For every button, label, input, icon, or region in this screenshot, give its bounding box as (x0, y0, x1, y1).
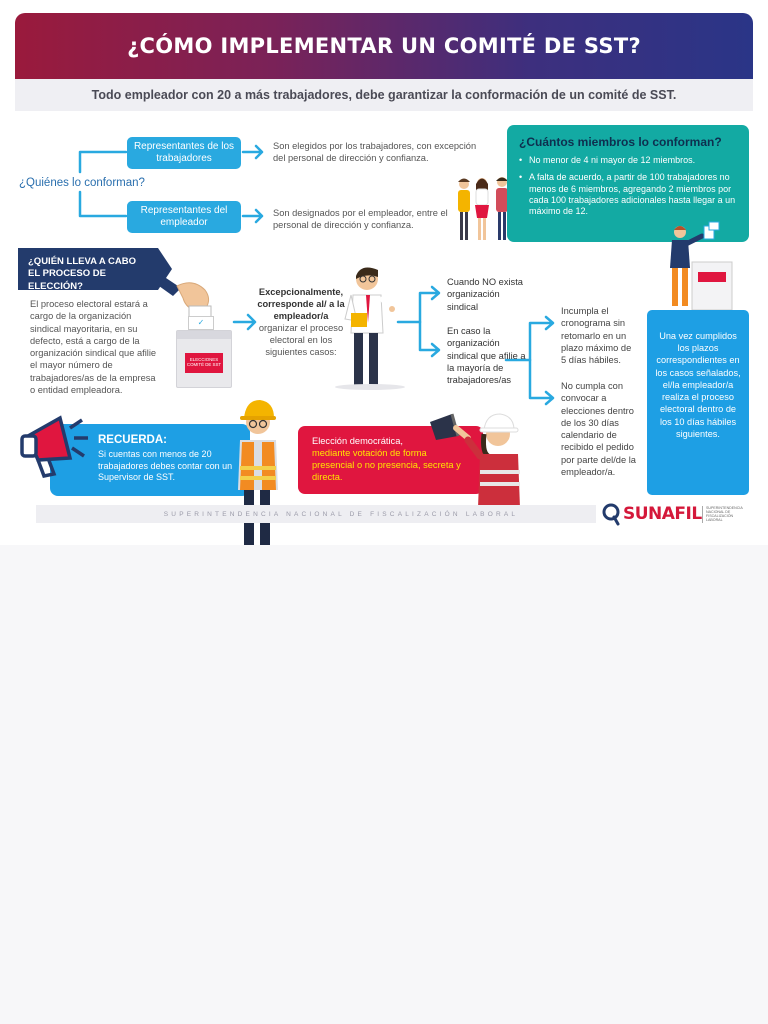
hand-ballot-illustration (159, 276, 212, 321)
rep-workers-box: Representantes de los trabajadores (127, 137, 241, 169)
sunafil-logo-subtext: SUPERINTENDENCIA NACIONAL DE FISCALIZACI… (702, 506, 748, 523)
exception-rest: organizar el proceso electoral en los si… (258, 323, 344, 358)
footer-strip: SUPERINTENDENCIA NACIONAL DE FISCALIZACI… (36, 505, 596, 523)
infographic-sheet: ¿CÓMO IMPLEMENTAR UN COMITÉ DE SST? Todo… (0, 0, 768, 545)
person-voting-illustration (670, 221, 733, 311)
election-banner: ¿QUIÉN LLEVA A CABO EL PROCESO DE ELECCI… (18, 248, 158, 292)
banner-tail (158, 248, 172, 290)
employer-illustration (344, 267, 395, 385)
page-title: ¿CÓMO IMPLEMENTAR UN COMITÉ DE SST? (127, 34, 641, 58)
democratic-part2: mediante votación de forma presencial o … (312, 448, 461, 483)
ballot-box: ELECCIONES COMITÉ DE SST (176, 330, 232, 388)
sub-case-1: Incumpla el cronograma sin retomarlo en … (561, 306, 632, 366)
subtitle: Todo empleador con 20 a más trabajadores… (15, 79, 753, 111)
rep-employer-box: Representantes del empleador (127, 201, 241, 233)
shadow (335, 384, 405, 390)
election-text: El proceso electoral estará a cargo de l… (30, 299, 157, 395)
sunafil-logo: SUNAFIL (623, 504, 702, 524)
megaphone-icon (20, 415, 88, 479)
connector-lines (78, 144, 555, 406)
case-union: En caso la organización sindical que afi… (447, 326, 526, 386)
democratic-box: Elección democrática, mediante votación … (298, 426, 483, 494)
final-note-box: Una vez cumplidos los plazos correspondi… (647, 310, 749, 495)
remember-title: RECUERDA: (98, 434, 167, 446)
remember-text: Si cuentas con menos de 20 trabajadores … (98, 449, 233, 483)
democratic-part1: Elección democrática, (312, 436, 403, 446)
rep-workers-desc: Son elegidos por los trabajadores, con e… (273, 141, 477, 164)
members-item: No menor de 4 ni mayor de 12 miembros. (519, 155, 737, 167)
members-list: No menor de 4 ni mayor de 12 miembros. A… (519, 155, 737, 217)
members-item: A falta de acuerdo, a partir de 100 trab… (519, 172, 737, 217)
rep-employer-desc: Son designados por el empleador, entre e… (273, 208, 448, 231)
exception-bold: Excepcionalmente, corresponde al/ a la e… (257, 287, 345, 322)
woman-megaphone-illustration (430, 413, 520, 508)
header-banner: ¿CÓMO IMPLEMENTAR UN COMITÉ DE SST? (15, 13, 753, 79)
case-no-union: Cuando NO exista organización sindical (447, 277, 523, 312)
ballot-label: ELECCIONES COMITÉ DE SST (185, 353, 223, 373)
exception-text: Excepcionalmente, corresponde al/ a la e… (257, 286, 345, 358)
ballot-paper: ✓ (188, 316, 214, 330)
remember-box: RECUERDA: Si cuentas con menos de 20 tra… (50, 424, 250, 496)
sub-case-2: No cumpla con convocar a elecciones dent… (561, 381, 636, 477)
sunafil-logo-icon (602, 503, 620, 526)
who-question: ¿Quiénes lo conforman? (19, 177, 145, 189)
members-title: ¿Cuántos miembros lo conforman? (519, 135, 722, 149)
